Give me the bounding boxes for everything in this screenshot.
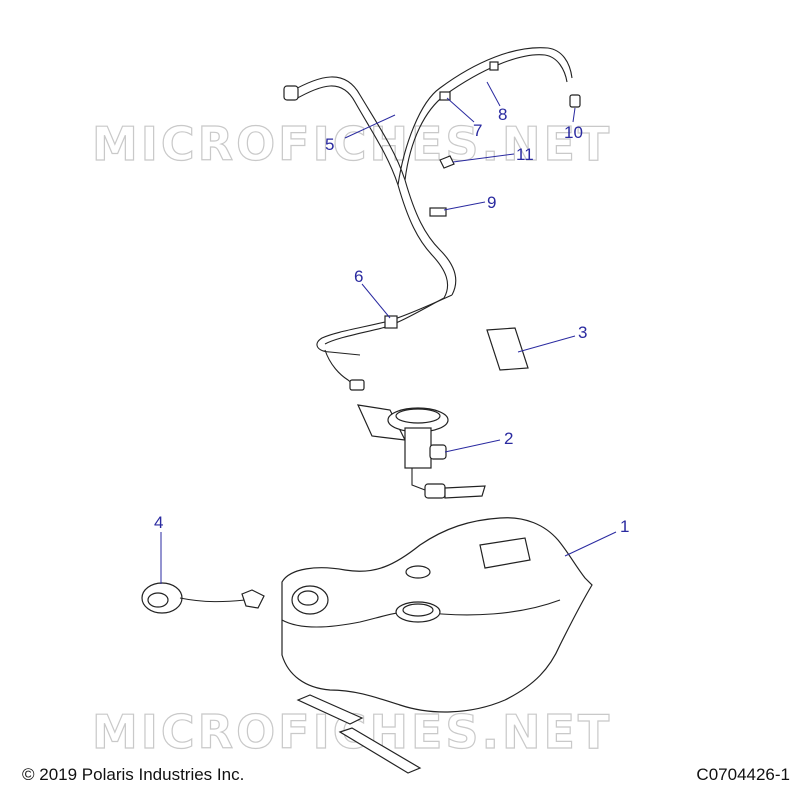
leader-9 (443, 201, 486, 211)
leader-2 (444, 439, 501, 453)
fastener-11 (439, 155, 455, 169)
leader-5 (344, 114, 396, 139)
tank-strap-upper (296, 694, 364, 725)
copyright-notice: © 2019 Polaris Industries Inc. (22, 765, 245, 784)
callout-8[interactable]: 8 (498, 105, 507, 124)
hose-clamp-9 (429, 207, 447, 217)
hose-clamp-6 (384, 315, 398, 329)
vent-hose-assembly (283, 47, 581, 299)
leader-8 (486, 81, 501, 107)
hose-end-fitting (283, 85, 299, 101)
callout-5[interactable]: 5 (325, 135, 334, 154)
callout-7[interactable]: 7 (473, 121, 482, 140)
leader-1 (564, 531, 617, 557)
callout-11[interactable]: 11 (516, 145, 534, 164)
leader-7 (446, 97, 475, 123)
callout-3[interactable]: 3 (578, 323, 587, 342)
callout-6[interactable]: 6 (354, 267, 363, 286)
vent-valve-10 (569, 94, 581, 108)
drawing-id: C0704426-1 (696, 765, 790, 784)
fuel-cap (141, 582, 265, 614)
hose-clamp-7 (439, 91, 451, 101)
callout-2[interactable]: 2 (504, 429, 513, 448)
leader-11 (452, 153, 515, 163)
callout-4[interactable]: 4 (154, 513, 163, 532)
callout-10[interactable]: 10 (564, 123, 583, 142)
leader-10 (572, 107, 576, 123)
tank-strap-lower (338, 727, 422, 774)
hose-connector (349, 379, 365, 391)
fuel-tank (281, 517, 593, 713)
gasket-strip-3 (486, 327, 529, 371)
callout-9[interactable]: 9 (487, 193, 496, 212)
hose-clamp-8 (489, 61, 499, 71)
leader-3 (517, 335, 576, 353)
callout-1[interactable]: 1 (620, 517, 629, 536)
leader-6 (361, 283, 391, 319)
fuel-line-bundle (316, 294, 453, 391)
fuel-pump-module (356, 404, 486, 499)
watermark-top: MICROFICHES.NET (92, 117, 612, 171)
